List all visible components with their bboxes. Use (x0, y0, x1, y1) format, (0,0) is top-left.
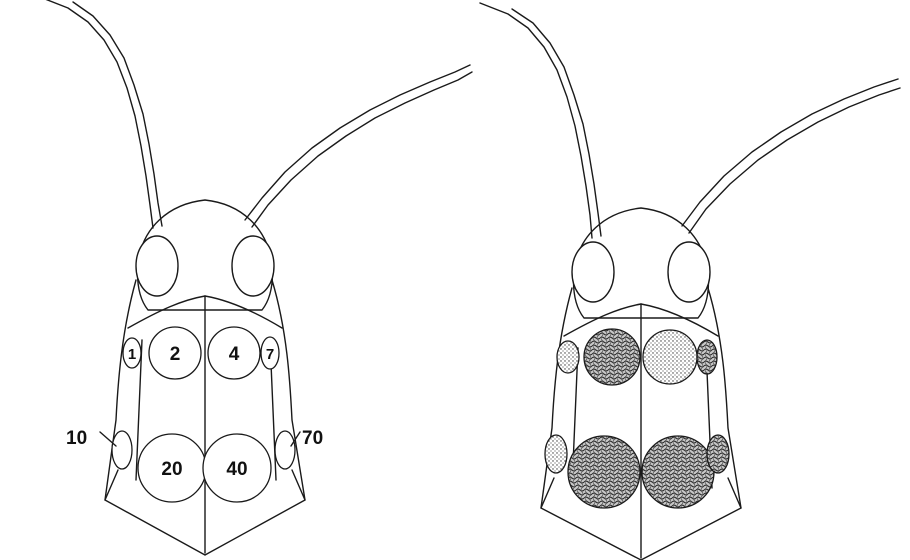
spot-front-right-small (697, 340, 717, 374)
antenna-right (245, 65, 472, 227)
eye-right (668, 242, 710, 302)
spot-rear-right-large (642, 436, 714, 508)
spot-rear-right-small (275, 431, 295, 469)
spot-label-4: 4 (229, 344, 240, 365)
right-insect (480, 3, 900, 560)
spot-label-2: 2 (170, 344, 181, 365)
body (541, 288, 741, 560)
spot-label-20: 20 (161, 459, 182, 480)
eye-left (572, 242, 614, 302)
spots-right (545, 329, 729, 508)
spot-rear-right-small (707, 435, 729, 473)
antenna-right (682, 79, 900, 233)
spot-label-7: 7 (266, 346, 274, 363)
spot-label-10: 10 (66, 428, 87, 449)
left-insect: 1 2 4 7 10 20 40 70 (45, 0, 472, 555)
spot-front-left-small (557, 341, 579, 373)
eye-left (136, 236, 178, 296)
spot-rear-left-small (545, 435, 567, 473)
spot-label-40: 40 (226, 459, 247, 480)
spot-label-70: 70 (302, 428, 323, 449)
eyes (572, 242, 710, 302)
spot-rear-left-small (112, 431, 132, 469)
antenna-left (45, 0, 162, 228)
spot-front-left-large (584, 329, 640, 385)
body (105, 280, 305, 555)
eye-right (232, 236, 274, 296)
spot-rear-left-large (568, 436, 640, 508)
spot-front-right-large (643, 330, 697, 384)
eyes (136, 236, 274, 296)
antenna-left (480, 3, 601, 238)
spot-label-1: 1 (128, 346, 136, 363)
